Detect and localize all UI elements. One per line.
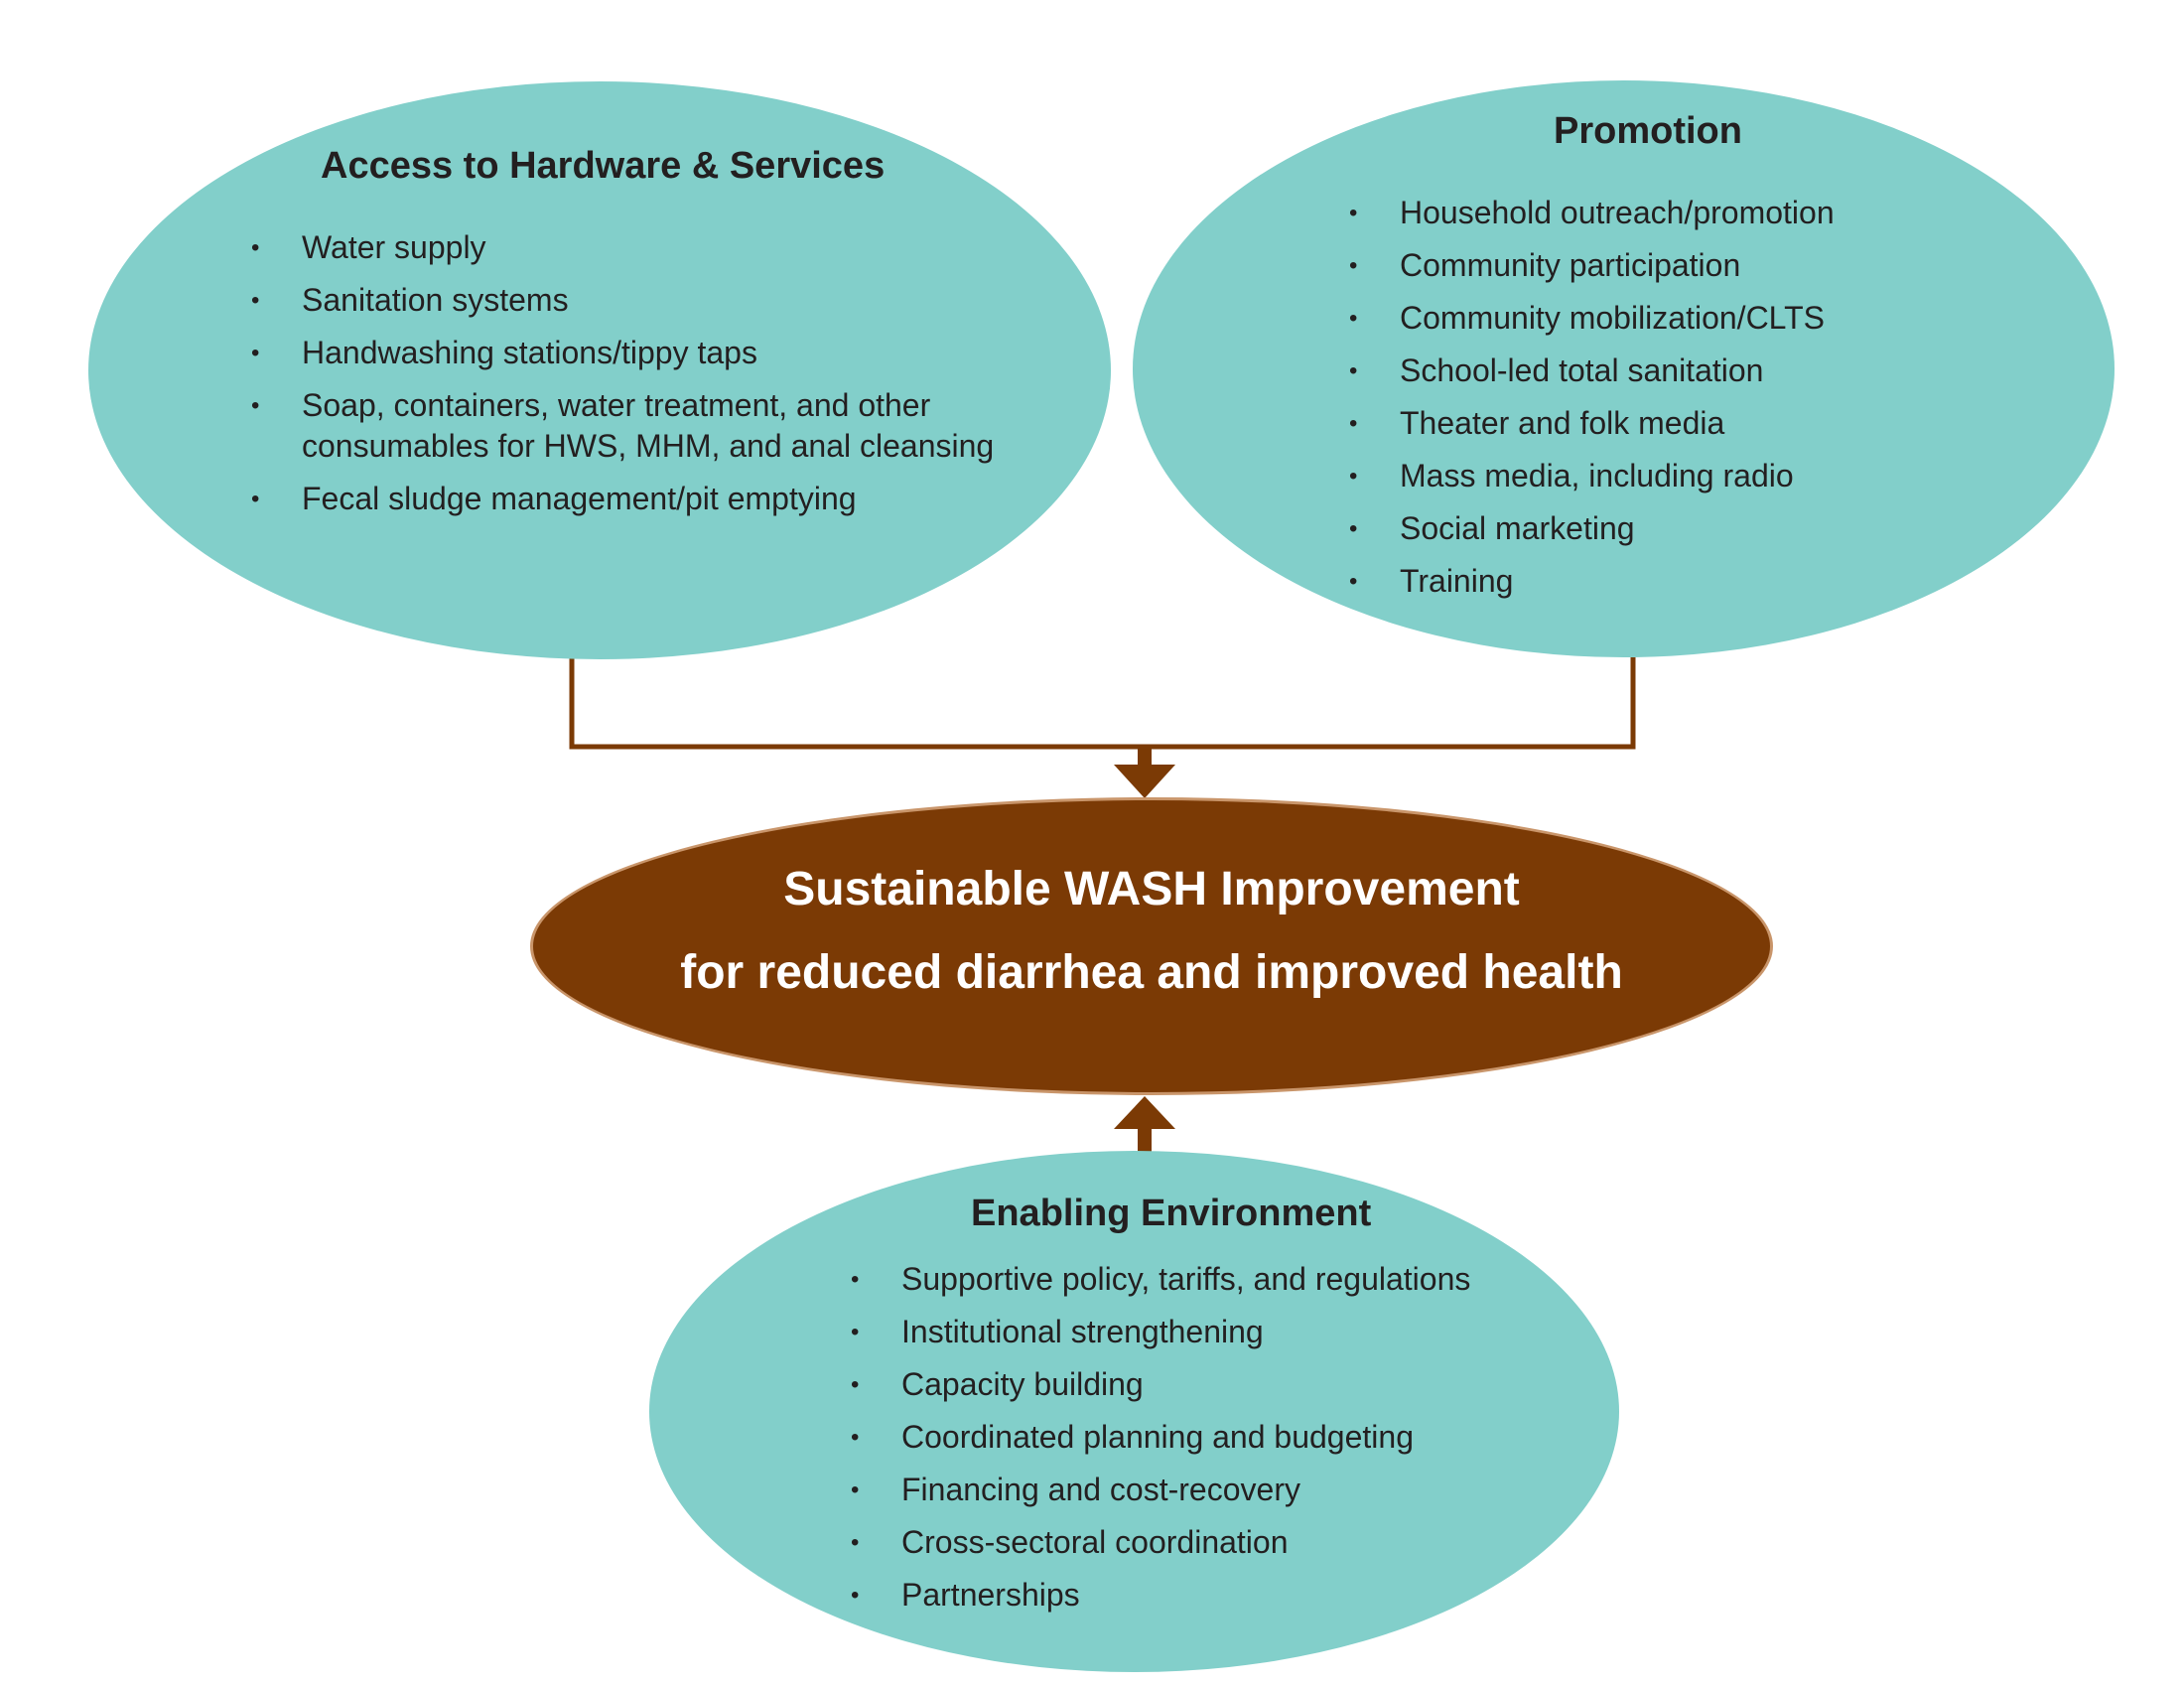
list-item: Soap, containers, water treatment, and o… — [251, 385, 1016, 467]
list-item: Financing and cost-recovery — [851, 1470, 1585, 1510]
list-item: Supportive policy, tariffs, and regulati… — [851, 1259, 1585, 1300]
list-item: Institutional strengthening — [851, 1312, 1585, 1352]
list-item: Sanitation systems — [251, 280, 1016, 321]
list-item: Cross-sectoral coordination — [851, 1522, 1585, 1563]
list-item: Water supply — [251, 227, 1016, 268]
list-item: Household outreach/promotion — [1349, 193, 2044, 233]
outcome-title: Sustainable WASH Improvement — [783, 863, 1520, 915]
promotion-list: Household outreach/promotion Community p… — [1349, 193, 2044, 614]
list-item: Coordinated planning and budgeting — [851, 1417, 1585, 1458]
enabling-title: Enabling Environment — [971, 1193, 1372, 1234]
list-item: Fecal sludge management/pit emptying — [251, 479, 1016, 519]
access-title: Access to Hardware & Services — [321, 145, 886, 187]
merge-connector — [569, 657, 1636, 750]
list-item: Capacity building — [851, 1364, 1585, 1405]
list-item: Community mobilization/CLTS — [1349, 298, 2044, 339]
up-arrow-icon — [1114, 1096, 1175, 1129]
enabling-list: Supportive policy, tariffs, and regulati… — [851, 1259, 1585, 1627]
list-item: Social marketing — [1349, 508, 2044, 549]
list-item: Partnerships — [851, 1575, 1585, 1616]
list-item: Handwashing stations/tippy taps — [251, 333, 1016, 373]
list-item: Training — [1349, 561, 2044, 602]
promotion-title: Promotion — [1554, 110, 1742, 152]
down-arrow-icon — [1114, 765, 1175, 798]
list-item: School-led total sanitation — [1349, 351, 2044, 391]
outcome-subtitle: for reduced diarrhea and improved health — [680, 946, 1623, 999]
list-item: Community participation — [1349, 245, 2044, 286]
outcome-ellipse — [530, 797, 1773, 1095]
list-item: Mass media, including radio — [1349, 456, 2044, 496]
access-list: Water supply Sanitation systems Handwash… — [251, 227, 1016, 531]
list-item: Theater and folk media — [1349, 403, 2044, 444]
